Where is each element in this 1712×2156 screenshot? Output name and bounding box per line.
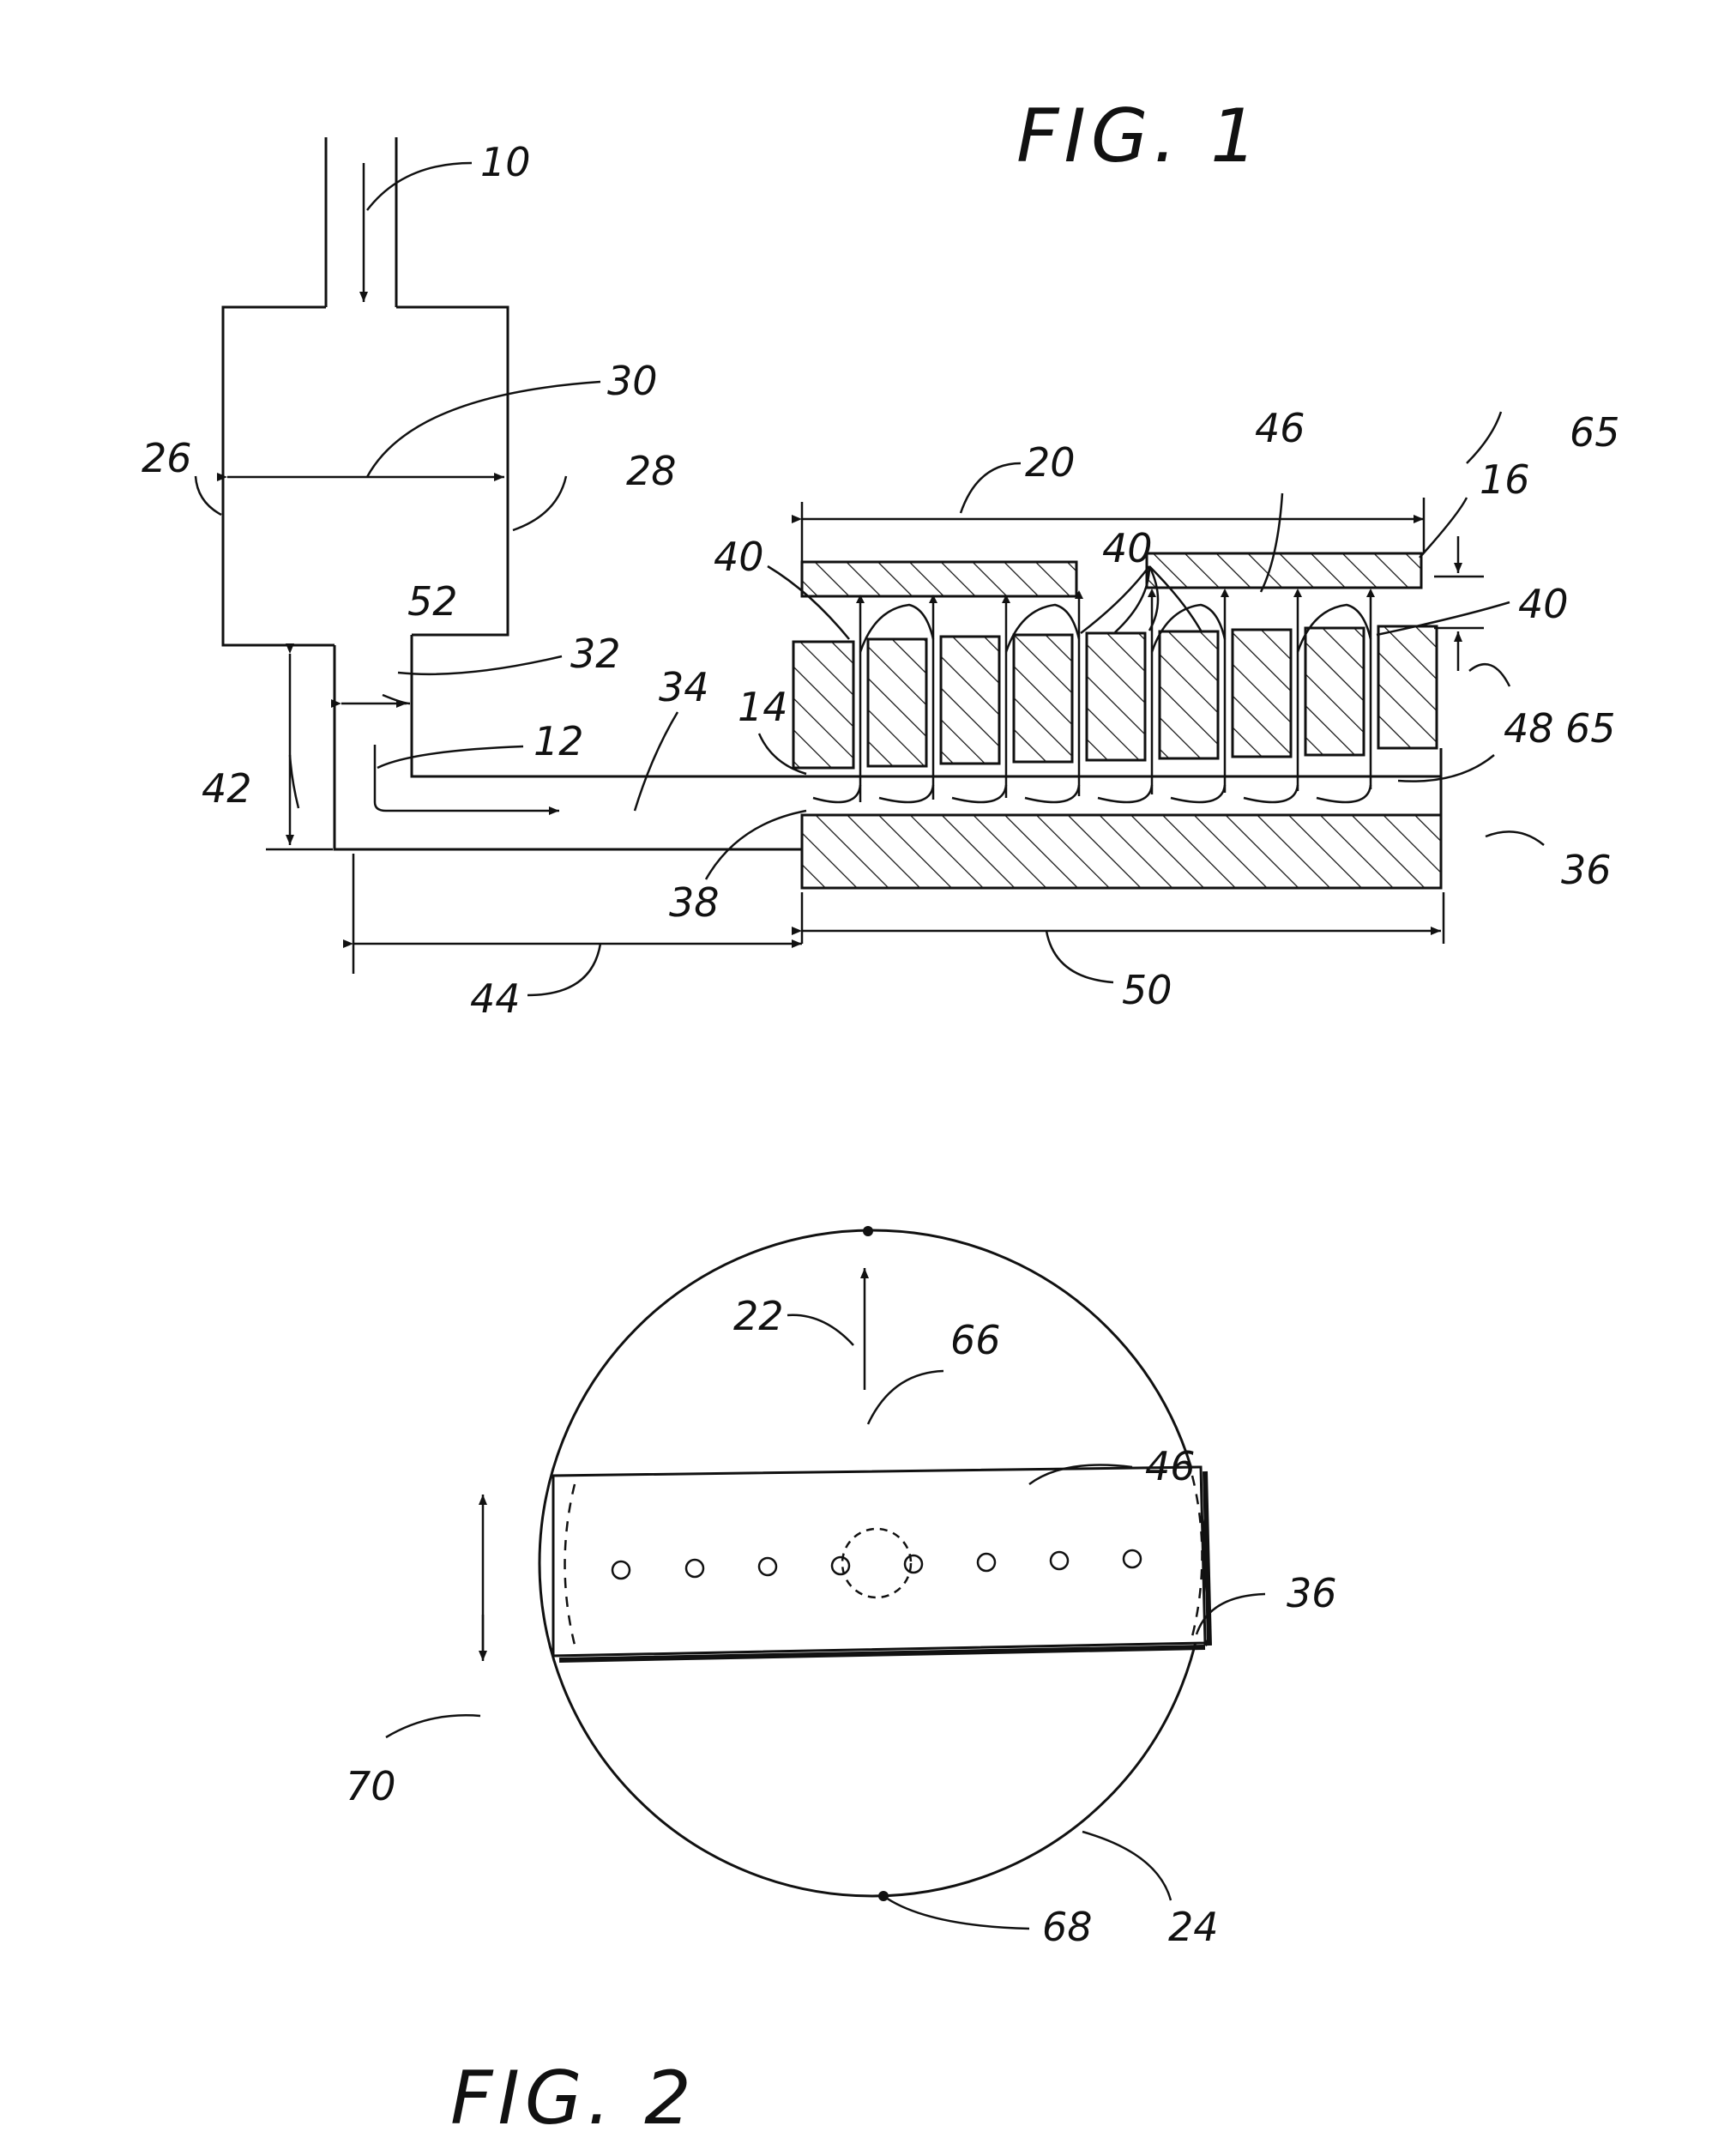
label-36: 36	[1287, 1570, 1337, 1616]
label-30: 30	[607, 358, 658, 404]
figure-1: FIG. 1	[142, 94, 1620, 1022]
bar	[868, 639, 926, 766]
figure-2: FIG. 2	[346, 1226, 1337, 2141]
bar	[1233, 630, 1291, 757]
label-40-center: 40	[1102, 525, 1153, 571]
label-48: 48	[1504, 705, 1554, 752]
label-10: 10	[480, 139, 531, 185]
label-52: 52	[407, 578, 458, 625]
bar	[1087, 633, 1145, 760]
slotted-bar-plate	[553, 1467, 1205, 1656]
label-44: 44	[470, 975, 521, 1022]
bar	[1160, 631, 1218, 758]
label-70: 70	[346, 1763, 396, 1809]
label-14: 14	[738, 684, 788, 730]
label-65-bottom: 65	[1565, 705, 1616, 752]
under-bar-flow-curves	[813, 785, 1371, 802]
label-36: 36	[1561, 847, 1612, 893]
point-66	[863, 1226, 873, 1236]
label-28: 28	[626, 448, 677, 494]
label-38: 38	[669, 879, 720, 926]
upper-plate-right	[1147, 553, 1421, 588]
upper-plate-left	[802, 562, 1076, 596]
figure-1-title: FIG. 1	[1016, 94, 1263, 179]
label-32: 32	[570, 631, 621, 677]
label-40-right: 40	[1518, 581, 1569, 627]
label-68: 68	[1042, 1904, 1093, 1950]
label-12: 12	[533, 718, 584, 764]
bar	[1305, 628, 1364, 755]
label-20: 20	[1025, 439, 1076, 486]
label-46: 46	[1255, 405, 1305, 451]
bar	[1014, 635, 1072, 762]
label-24: 24	[1168, 1904, 1219, 1950]
label-66: 66	[950, 1317, 1001, 1363]
bar	[1378, 626, 1437, 748]
label-22: 22	[733, 1293, 784, 1339]
bar	[941, 637, 999, 764]
label-50: 50	[1122, 967, 1172, 1013]
label-65-top: 65	[1570, 409, 1620, 456]
label-16: 16	[1480, 456, 1530, 503]
label-42: 42	[202, 765, 252, 812]
label-34: 34	[659, 664, 709, 710]
figure-2-title: FIG. 2	[450, 2056, 696, 2141]
label-40-left: 40	[714, 534, 764, 580]
bar	[793, 642, 853, 768]
label-46: 46	[1145, 1443, 1196, 1489]
bottom-plate	[802, 815, 1441, 888]
slotted-bars	[793, 626, 1437, 768]
label-26: 26	[142, 435, 192, 481]
